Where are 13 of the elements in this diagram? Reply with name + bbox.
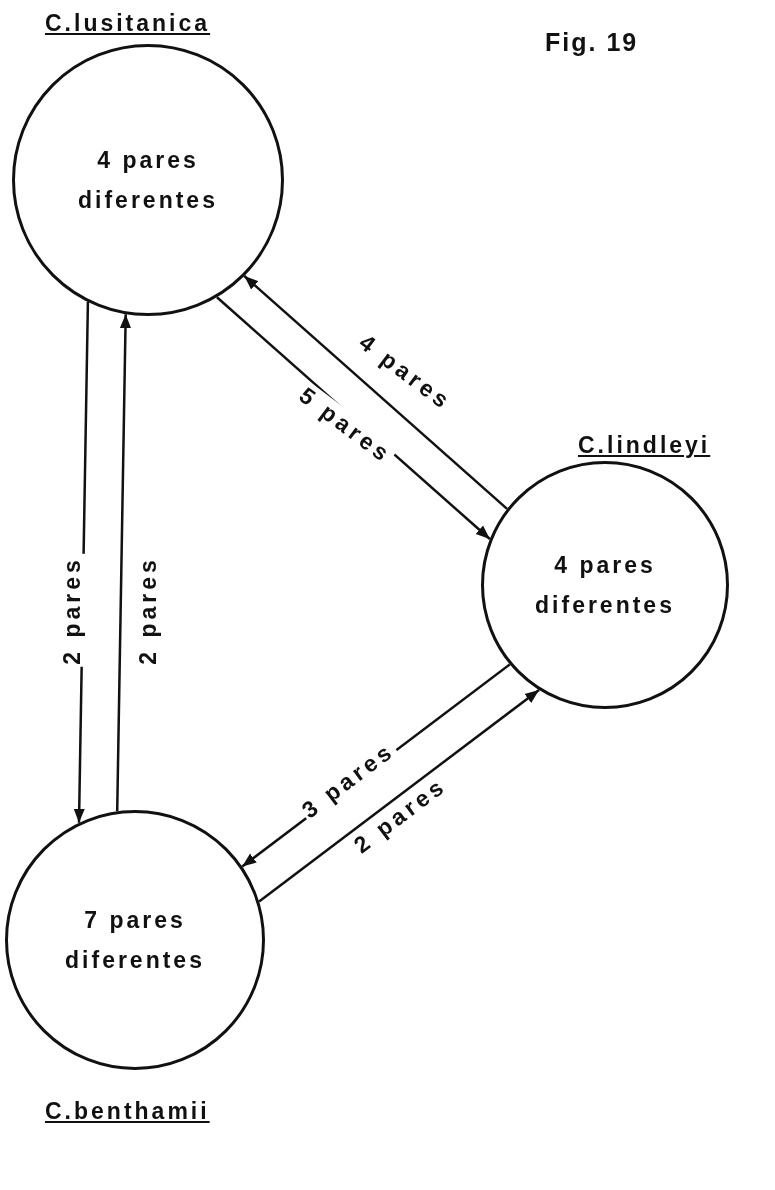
species-label: C.lusitanica xyxy=(45,10,211,37)
circle-node xyxy=(12,44,284,316)
species-label: C.benthamii xyxy=(45,1098,210,1125)
figure-title: Fig. 19 xyxy=(545,28,639,57)
node-text: 4 pares diferentes xyxy=(534,550,676,620)
species-label: C.lindleyi xyxy=(578,432,711,459)
circle-node xyxy=(481,461,729,709)
node-text: 7 pares diferentes xyxy=(64,905,206,975)
arrow xyxy=(115,314,132,812)
node-text: 4 pares diferentes xyxy=(77,145,219,215)
arrow xyxy=(258,689,540,903)
arrow xyxy=(243,275,508,510)
circle-node xyxy=(5,810,265,1070)
